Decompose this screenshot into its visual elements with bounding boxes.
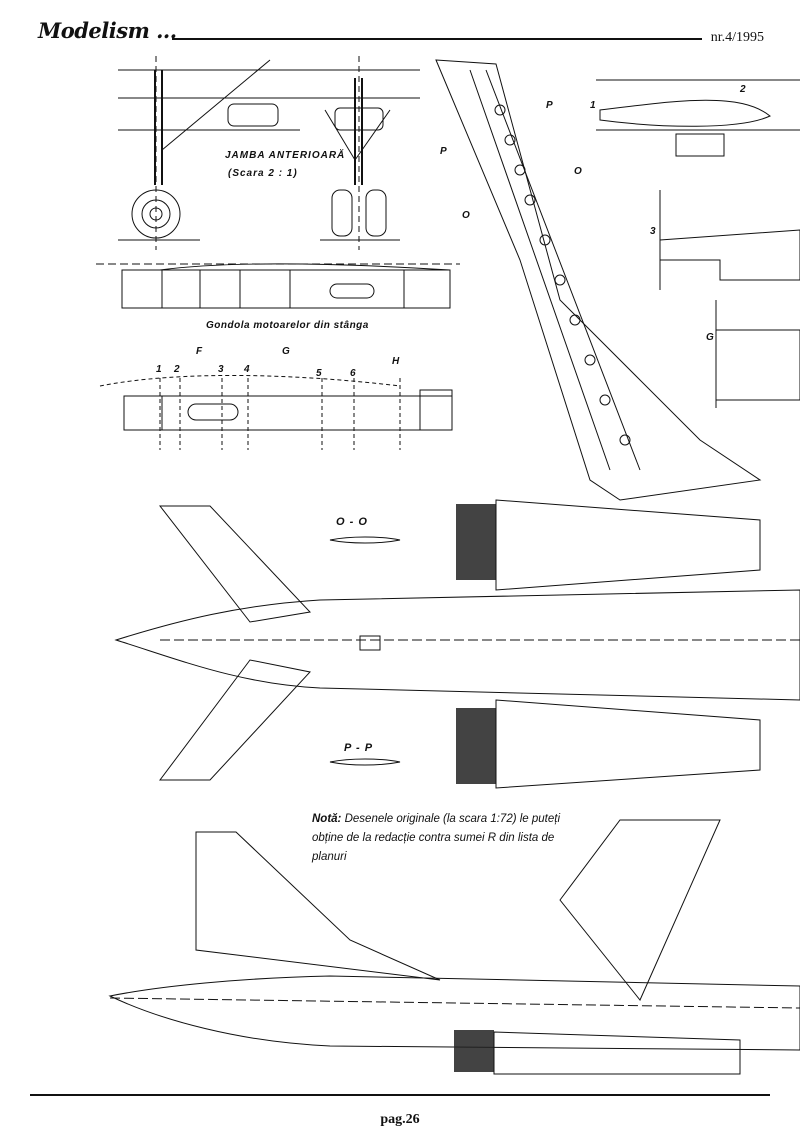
section-mark-h: H	[392, 356, 401, 367]
section-num-5: 5	[316, 368, 323, 379]
landing-gear-title: JAMBA ANTERIOARĂ	[225, 150, 346, 161]
profile-num-3: 3	[650, 226, 657, 237]
wing-mark-p-left: P	[440, 146, 448, 157]
aircraft-side-view	[110, 820, 800, 1074]
engine-nacelle-label: Gondola motoarelor din stânga	[206, 320, 369, 331]
section-mark-g: G	[282, 346, 291, 357]
header-rule	[172, 38, 702, 40]
profile-num-2: 2	[740, 84, 747, 95]
engine-nacelle-section-view	[100, 375, 452, 450]
note-text: Desenele originale (la scara 1:72) le pu…	[312, 813, 561, 863]
footer-rule	[30, 1094, 770, 1096]
page-number: pag.26	[380, 1112, 420, 1127]
magazine-masthead: Modelism ...	[38, 18, 177, 43]
fuselage-plan-view	[116, 500, 800, 788]
nose-gear-side-view	[118, 56, 300, 250]
wing-mark-o-right: O	[574, 166, 583, 177]
section-p-p-label: P - P	[344, 742, 374, 754]
section-mark-f: F	[196, 346, 204, 357]
nose-gear-front-view	[300, 56, 420, 250]
issue-number: nr.4/1995	[710, 30, 764, 45]
note-heading: Notă:	[312, 813, 342, 825]
wing-section-profiles	[596, 80, 800, 408]
landing-gear-scale: (Scara 2 : 1)	[228, 168, 298, 179]
section-num-4: 4	[244, 364, 251, 375]
section-num-2: 2	[174, 364, 181, 375]
wing-plan-view	[436, 60, 760, 500]
section-num-6: 6	[350, 368, 357, 379]
engine-nacelle-side-view	[96, 264, 460, 308]
section-num-3: 3	[218, 364, 225, 375]
wing-mark-p-right: P	[546, 100, 554, 111]
wing-mark-o-left: O	[462, 210, 471, 221]
section-num-1: 1	[156, 364, 163, 375]
order-note: Notă: Desenele originale (la scara 1:72)…	[312, 810, 562, 867]
profile-num-1: 1	[590, 100, 597, 111]
section-o-o-label: O - O	[336, 516, 368, 528]
profile-mark-g: G	[706, 332, 715, 343]
